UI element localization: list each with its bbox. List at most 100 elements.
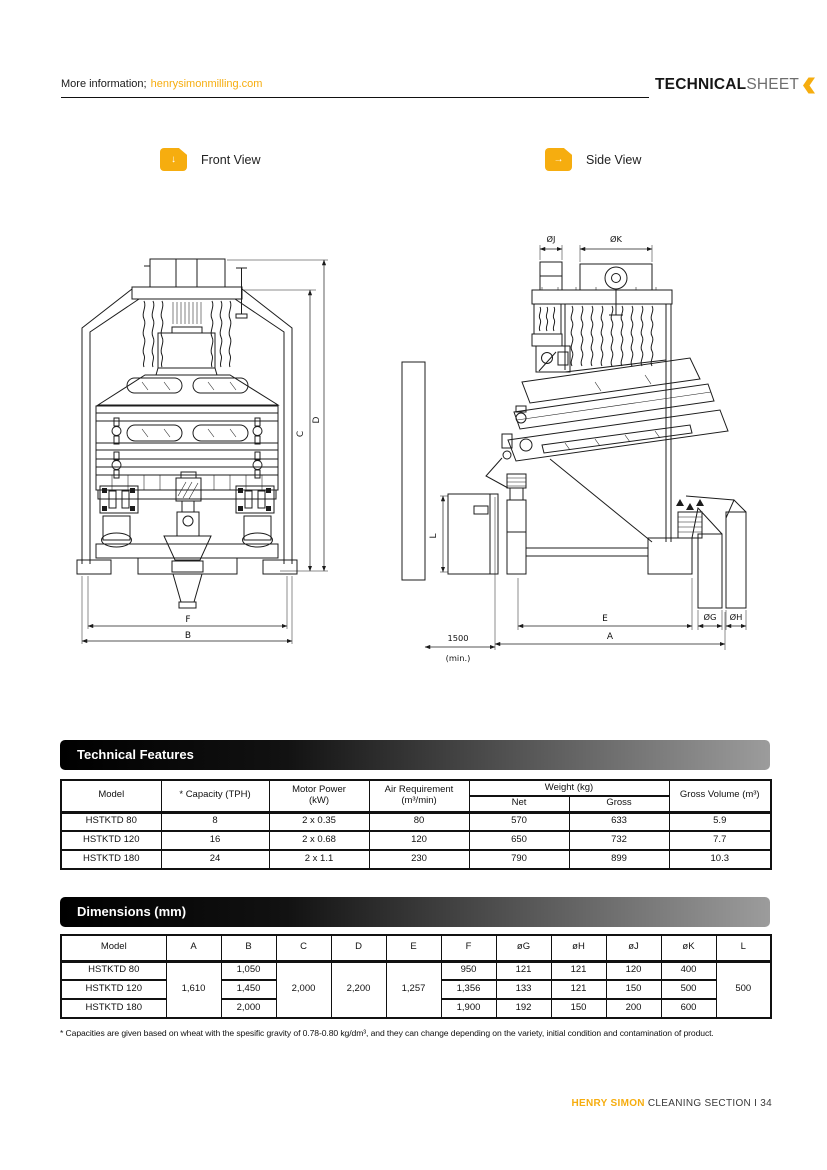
cell-model: HSTKTD 80 [60,960,167,981]
cell-net: 650 [468,830,570,851]
cell-gross: 633 [568,811,670,832]
cell-capacity: 16 [160,830,270,851]
cell-ok: 500 [660,979,717,1000]
dim-label-oj: ØJ [547,234,556,244]
motor-power-line1: Motor Power [292,783,346,795]
dim-col-ok: øK [660,934,717,962]
col-header-gross: Gross [568,795,670,813]
cell-c-shared: 2,000 [275,960,332,1019]
front-view-icon: ↓ [160,148,187,171]
clearance-note: (min.) [446,653,471,663]
dim-label-d: D [312,416,322,423]
side-view-icon: → [545,148,572,171]
dimensions-title-bar: Dimensions (mm) [60,897,770,927]
cell-air: 80 [368,811,470,832]
dim-col-l: L [715,934,772,962]
cell-capacity: 24 [160,849,270,870]
cell-og: 192 [495,998,552,1019]
dim-label-b: B [185,631,191,641]
cell-volume: 7.7 [668,830,772,851]
dim-label-a: A [607,632,614,642]
header-rule [61,97,649,98]
table-row: HSTKTD 120 16 2 x 0.68 120 650 732 7.7 [60,830,772,851]
dim-label-ok: ØK [610,234,623,244]
col-header-weight: Weight (kg) [468,779,670,797]
dimensions-title: Dimensions (mm) [77,904,187,919]
table-row: HSTKTD 120 1,450 1,356 133 121 150 500 [60,979,771,1000]
cell-net: 790 [468,849,570,870]
cell-volume: 10.3 [668,849,772,870]
cell-oj: 200 [605,998,662,1019]
cell-net: 570 [468,811,570,832]
cell-og: 121 [495,960,552,981]
dim-col-e: E [385,934,442,962]
col-header-air: Air Requirement (m³/min) [368,779,470,813]
dim-col-oh: øH [550,934,607,962]
brand-secondary: SHEET [746,76,800,93]
website-link[interactable]: henrysimonmilling.com [150,78,263,90]
cell-og: 133 [495,979,552,1000]
cell-oj: 120 [605,960,662,981]
table-row: HSTKTD 80 8 2 x 0.35 80 570 633 5.9 [60,811,772,832]
technical-features-title-bar: Technical Features [60,740,770,770]
cell-gross: 899 [568,849,670,870]
col-header-model: Model [60,779,162,813]
cell-l-shared: 500 [715,960,772,1019]
footer-brand: HENRY SIMON [571,1098,645,1109]
page-footer: HENRY SIMON CLEANING SECTION I 34 [571,1098,772,1109]
col-header-capacity: * Capacity (TPH) [160,779,270,813]
col-header-gross-volume: Gross Volume (m³) [668,779,772,813]
cell-oj: 150 [605,979,662,1000]
table-row: HSTKTD 180 24 2 x 1.1 230 790 899 10.3 [60,849,772,870]
cell-motor: 2 x 0.35 [268,811,370,832]
dim-col-a: A [165,934,222,962]
front-view-drawing: C D F B [76,258,328,644]
cell-e-shared: 1,257 [385,960,442,1019]
cell-ok: 400 [660,960,717,981]
cell-f: 1,356 [440,979,497,1000]
dim-label-e: E [602,614,608,624]
air-line2: (m³/min) [401,794,437,806]
cell-oh: 121 [550,979,607,1000]
more-info: More information;henrysimonmilling.com [61,78,262,90]
cell-oh: 150 [550,998,607,1019]
table-row: HSTKTD 180 2,000 1,900 192 150 200 600 [60,998,771,1019]
dim-col-model: Model [60,934,167,962]
side-view-label: Side View [586,152,642,167]
dim-label-l: L [429,533,439,538]
col-header-net: Net [468,795,570,813]
dim-col-og: øG [495,934,552,962]
cell-volume: 5.9 [668,811,772,832]
brand-chevron-icon [803,77,816,94]
dim-col-b: B [220,934,277,962]
cell-b: 1,050 [220,960,277,981]
cell-f: 1,900 [440,998,497,1019]
air-line1: Air Requirement [384,783,454,795]
cell-b: 1,450 [220,979,277,1000]
cell-motor: 2 x 0.68 [268,830,370,851]
technical-features-table: Model * Capacity (TPH) Motor Power (kW) … [60,779,772,870]
cell-model: HSTKTD 180 [60,849,162,870]
dim-col-c: C [275,934,332,962]
front-view-tag: ↓ Front View [160,148,261,171]
col-header-motor-power: Motor Power (kW) [268,779,370,813]
cell-a-shared: 1,610 [165,960,222,1019]
cell-b: 2,000 [220,998,277,1019]
front-view-label: Front View [201,152,261,167]
dim-label-og: ØG [704,612,717,622]
cell-model: HSTKTD 80 [60,811,162,832]
cell-air: 230 [368,849,470,870]
cell-motor: 2 x 1.1 [268,849,370,870]
dim-col-f: F [440,934,497,962]
capacity-footnote: * Capacities are given based on wheat wi… [60,1028,714,1038]
dim-label-c: C [296,431,306,437]
cell-capacity: 8 [160,811,270,832]
cell-model: HSTKTD 180 [60,998,167,1019]
dim-col-d: D [330,934,387,962]
dim-label-oh: ØH [730,612,743,622]
cell-oh: 121 [550,960,607,981]
clearance-value: 1500 [447,633,468,643]
dim-label-f: F [185,615,190,625]
